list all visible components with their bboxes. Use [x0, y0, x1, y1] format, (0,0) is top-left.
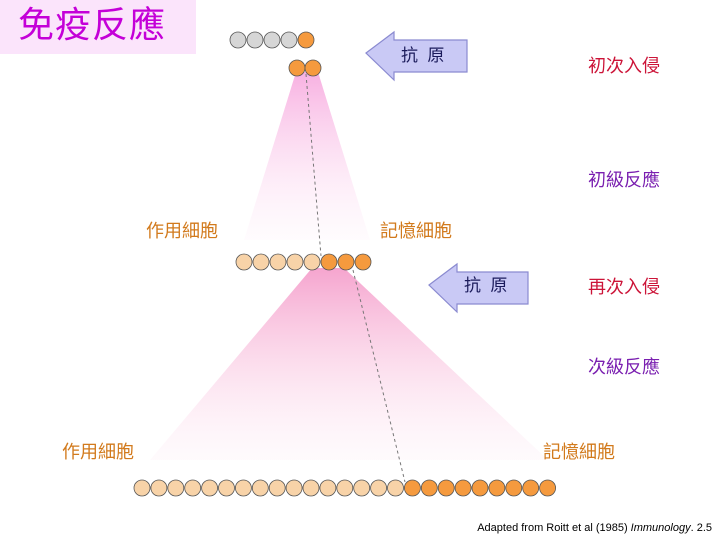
memory-cell — [471, 479, 489, 497]
naive-cell — [246, 31, 264, 49]
secondary-divider-line — [352, 269, 406, 483]
effector-cell — [268, 479, 286, 497]
memory-cells-label-1: 記憶細胞 — [380, 221, 452, 242]
effector-cell — [251, 479, 269, 497]
effector-cell — [353, 479, 371, 497]
citation: Adapted from Roitt et al (1985) Immunolo… — [477, 522, 712, 534]
effector-cells-label-2: 作用細胞 — [62, 442, 134, 463]
antigen-arrow-1 — [365, 30, 468, 82]
effector-cell — [303, 253, 321, 271]
effector-cell — [286, 253, 304, 271]
naive-cell — [229, 31, 247, 49]
stage-first-invasion: 初次入侵 — [588, 56, 660, 77]
effector-cell — [252, 253, 270, 271]
primary-divider-line — [305, 73, 322, 257]
activated-cell — [304, 59, 322, 77]
effector-cell — [235, 253, 253, 271]
naive-cell — [263, 31, 281, 49]
citation-prefix: Adapted from Roitt et al (1985) — [477, 522, 631, 534]
memory-cell — [522, 479, 540, 497]
effector-cell — [319, 479, 337, 497]
antigen-label-1: 抗 原 — [401, 46, 447, 66]
memory-cell — [539, 479, 556, 497]
stage-secondary-response: 次級反應 — [588, 357, 660, 378]
primary-response-cone — [244, 72, 370, 240]
memory-cell — [454, 479, 472, 497]
effector-cell — [234, 479, 252, 497]
effector-cell — [184, 479, 202, 497]
effector-cell — [150, 479, 168, 497]
effector-cell — [218, 479, 235, 497]
stage-second-invasion: 再次入侵 — [588, 277, 660, 298]
stage-primary-response: 初級反應 — [588, 170, 660, 191]
antigen-label-2: 抗 原 — [464, 276, 510, 296]
memory-cells-label-2: 記憶細胞 — [543, 442, 615, 463]
effector-cell — [201, 479, 219, 497]
memory-cell — [505, 479, 523, 497]
activated-cell — [297, 31, 315, 49]
effector-cell — [302, 479, 320, 497]
memory-cell — [437, 479, 455, 497]
activated-cell-pair — [288, 59, 322, 77]
antigen-arrow-2 — [428, 262, 529, 314]
secondary-response-cone — [150, 268, 548, 460]
memory-cell — [403, 479, 421, 497]
citation-journal: Immunology — [630, 522, 691, 534]
effector-cell — [285, 479, 303, 497]
memory-cell — [420, 479, 438, 497]
naive-cell-row — [229, 31, 315, 49]
naive-cell — [280, 31, 298, 49]
activated-cell — [288, 59, 306, 77]
effector-cell — [336, 479, 354, 497]
effector-cell — [370, 479, 388, 497]
secondary-output-row — [133, 479, 556, 497]
primary-output-row — [235, 253, 372, 271]
memory-cell — [488, 479, 506, 497]
memory-cell — [320, 253, 338, 271]
memory-cell — [337, 253, 355, 271]
effector-cell — [269, 253, 287, 271]
effector-cells-label-1: 作用細胞 — [146, 221, 218, 242]
page-title: 免疫反應 — [18, 5, 167, 46]
effector-cell — [167, 479, 185, 497]
memory-cell — [354, 253, 372, 271]
effector-cell — [133, 479, 151, 497]
citation-suffix: . 2.5 — [690, 522, 712, 534]
effector-cell — [387, 479, 404, 497]
title-box: 免疫反應 — [0, 0, 196, 54]
